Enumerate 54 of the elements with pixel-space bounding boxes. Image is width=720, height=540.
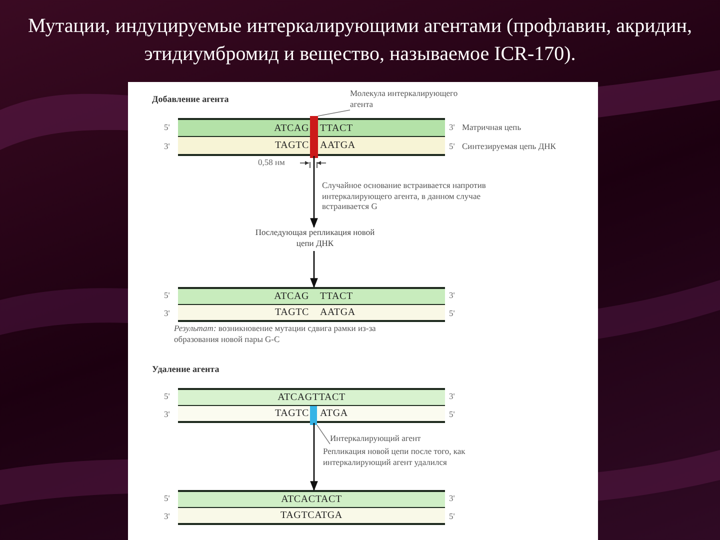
base-sequence: TTACT [320,291,353,302]
base-sequence: TAGTC [274,307,309,318]
strand-end-label: 5' [449,409,455,419]
strand-end-label: 3' [449,391,455,401]
strand-label: Матричная цепь [462,122,522,132]
section-heading: Удаление агента [152,364,220,374]
arrow [310,423,318,491]
leader-line [318,110,350,116]
arrow [310,251,318,288]
strand-end-label: 3' [449,493,455,503]
strand-label: Синтезируемая цепь ДНК [462,141,557,152]
base-sequence: ATCAG [274,122,309,134]
annotation-text: Интеркалирующий агент [330,433,450,444]
strand-end-label: 5' [164,391,170,401]
dna-strand [178,287,445,305]
strand-end-label: 3' [449,290,455,300]
strand-end-label: 3' [449,122,455,132]
strand-end-label: 3' [164,141,170,151]
slide-title: Мутации, индуцируемые интеркалирующими агентами (профлавин, акридин, этидиумбромид и вещество, называемое ICR-170). [27,14,693,67]
result-note: Результат: возникновение мутации сдвига рамки из-за образования новой пары G-C [174,323,377,344]
strand-end-label: 5' [164,493,170,503]
base-sequence: ATCACTACT [280,494,343,505]
dna-strand [178,388,445,406]
dimension-label: 0,58 нм [258,157,285,167]
strand-end-label: 5' [449,141,455,151]
strand-end-label: 3' [164,308,170,318]
dna-strand [178,406,445,423]
section-heading: Добавление агента [152,94,229,104]
dna-strand [178,490,445,508]
base-sequence: TAGTC [274,408,309,419]
annotation-text: Молекула интеркалирующего агента [350,88,470,109]
strand-end-label: 5' [164,290,170,300]
strand-end-label: 3' [164,511,170,521]
arrow [310,156,318,228]
base-sequence: ATCAG [274,291,309,302]
strand-end-label: 5' [449,511,455,521]
base-sequence: ATGA [320,408,348,419]
leader-line [316,424,330,444]
intercalating-agent-bar [310,406,317,425]
strand-end-label: 5' [449,308,455,318]
base-sequence: AATGA [320,140,356,151]
base-sequence: TAGTC [274,140,309,151]
base-sequence: ATCAGTTACT [276,392,346,403]
base-sequence: TTACT [320,122,353,134]
annotation-text: Последующая репликация новой цепи ДНК [250,227,380,248]
strand-end-label: 3' [164,409,170,419]
base-sequence: TAGTCATGA [280,510,344,521]
strand-end-label: 5' [164,122,170,132]
dna-strand [178,305,445,322]
dna-strand [178,118,445,137]
intercalating-agent-bar [310,116,318,158]
base-sequence: AATGA [320,307,356,318]
dna-strand [178,508,445,525]
dna-strand [178,137,445,156]
